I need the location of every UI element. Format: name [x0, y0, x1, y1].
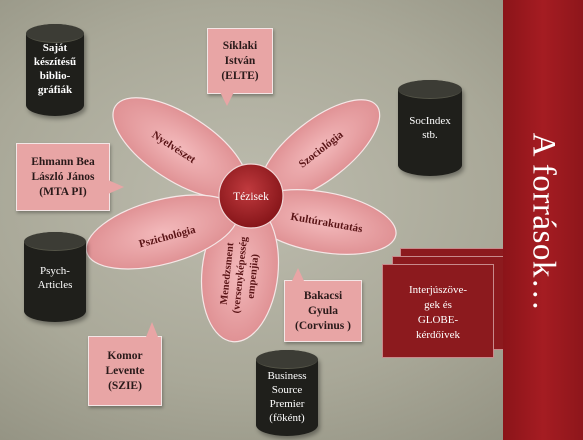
db-line: Source — [271, 384, 303, 396]
callout-line: Bakacsi — [303, 289, 343, 302]
document-front: Interjúszövе- gek és GLOBE- kérdőívek — [382, 264, 494, 358]
callout-ehmann: Ehmann Bea László János (MTA PI) — [16, 143, 110, 211]
db-line: gráfiák — [37, 84, 73, 96]
center-circle — [218, 163, 284, 229]
db-line: Business — [267, 370, 307, 382]
document-line: kérdőívek — [416, 329, 460, 341]
database-psycharticles: Psych- Articles — [24, 232, 86, 322]
callout-line: (Corvinus ) — [295, 319, 351, 332]
side-band — [503, 0, 583, 440]
slide-title: A források… — [525, 132, 562, 312]
callout-line: Ehmann Bea — [31, 155, 95, 168]
document-line: Interjúszövе- — [408, 284, 468, 296]
document-line: GLOBE- — [417, 314, 459, 326]
callout-siklaki: Síklaki István (ELTE) — [207, 28, 273, 94]
callout-tail — [146, 322, 158, 337]
callout-tail — [292, 268, 304, 281]
db-line: Saját — [42, 42, 68, 54]
callout-line: (SZIE) — [108, 379, 142, 392]
callout-line: (MTA PI) — [39, 185, 87, 198]
callout-tail — [220, 92, 234, 106]
callout-line: Gyula — [307, 304, 339, 317]
callout-komor: Komor Levente (SZIE) — [88, 336, 162, 406]
callout-line: Síklaki — [222, 39, 258, 52]
database-socindex: SocIndex stb. — [398, 80, 462, 176]
callout-line: László János — [31, 170, 95, 183]
petal-label-menedzsment-3: empenjia) — [246, 253, 262, 299]
callout-bakacsi: Bakacsi Gyula (Corvinus ) — [284, 280, 362, 342]
document-line: gek és — [424, 299, 452, 311]
callout-line: (ELTE) — [221, 69, 259, 82]
database-sajat: Saját készítésű biblio- gráfiák — [26, 24, 84, 116]
db-line: Premier — [269, 398, 305, 410]
callout-line: István — [224, 54, 256, 67]
db-line: Psych- — [40, 265, 70, 277]
db-line: (főként) — [269, 412, 305, 424]
callout-line: Komor — [107, 349, 143, 362]
db-line: stb. — [422, 129, 438, 141]
db-line: Articles — [37, 279, 73, 291]
db-line: SocIndex — [409, 115, 451, 127]
callout-line: Levente — [105, 364, 145, 377]
db-line: biblio- — [39, 70, 71, 82]
db-line: készítésű — [33, 56, 77, 68]
callout-tail — [108, 180, 124, 194]
center-label: Tézisek — [233, 191, 269, 203]
database-business-source: Business Source Premier (főként) — [256, 350, 318, 436]
